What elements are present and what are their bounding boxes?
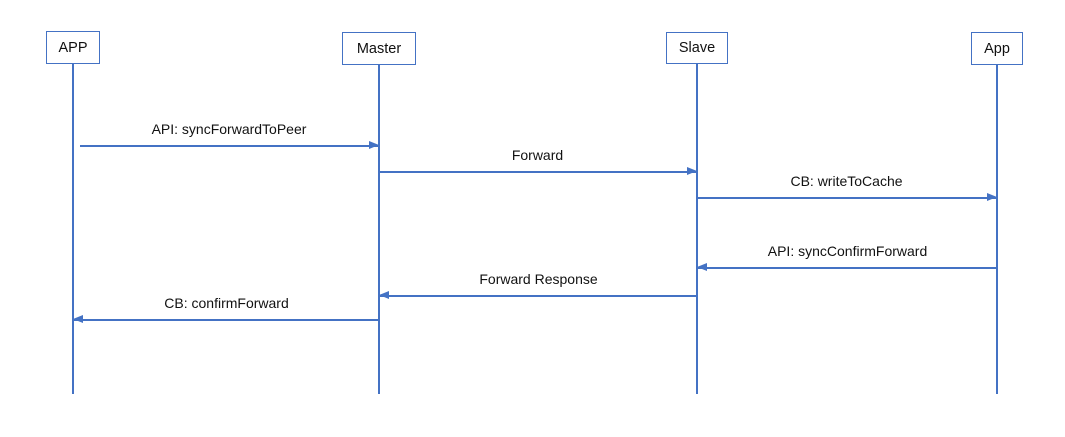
lifeline-app-upper (72, 64, 74, 394)
arrowhead-right-icon (369, 141, 379, 149)
message-label: API: syncForwardToPeer (151, 121, 307, 137)
arrow-line (379, 171, 696, 173)
arrow-line (698, 267, 997, 269)
lifeline-app-lower (996, 65, 998, 394)
message-label: CB: confirmForward (164, 295, 289, 311)
arrowhead-left-icon (697, 263, 707, 271)
message-label: Forward Response (479, 271, 598, 287)
actor-box-app-upper: APP (46, 31, 100, 64)
message-label: API: syncConfirmForward (767, 243, 928, 259)
message-label: Forward (511, 147, 564, 163)
message-label: CB: writeToCache (790, 173, 903, 189)
arrow-line (380, 295, 697, 297)
arrowhead-left-icon (379, 291, 389, 299)
arrowhead-right-icon (987, 193, 997, 201)
arrowhead-right-icon (687, 167, 697, 175)
arrowhead-left-icon (73, 315, 83, 323)
arrow-line (74, 319, 379, 321)
actor-box-slave: Slave (666, 32, 728, 64)
actor-box-app-lower: App (971, 32, 1023, 65)
lifeline-slave (696, 64, 698, 394)
actor-label: App (984, 40, 1010, 57)
actor-label: Slave (678, 40, 716, 56)
arrow-line (80, 145, 378, 147)
actor-box-master: Master (342, 32, 416, 65)
lifeline-master (378, 65, 380, 394)
actor-label: APP (58, 39, 88, 56)
arrow-line (697, 197, 996, 199)
actor-label: Master (356, 40, 402, 57)
